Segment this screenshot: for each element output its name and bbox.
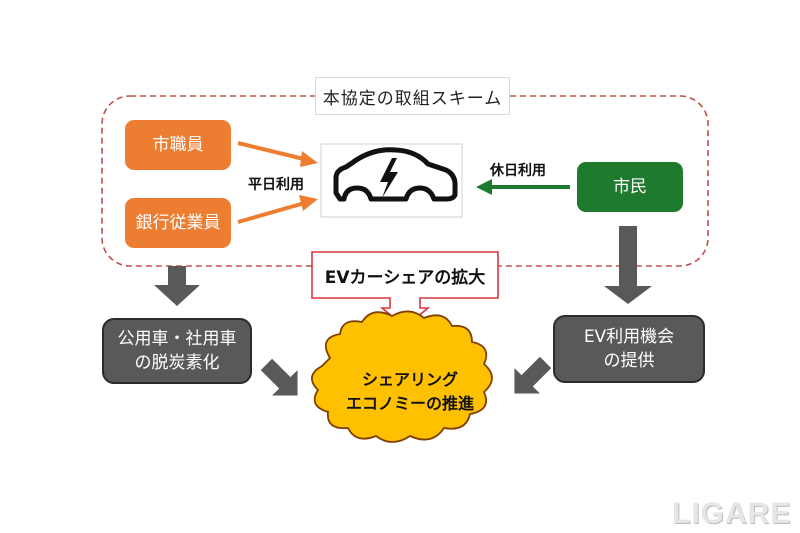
weekday-usage-label: 平日利用: [248, 177, 304, 193]
decarbonization-line-1: 公用車・社用車: [117, 329, 237, 349]
holiday-arrow: [476, 179, 570, 195]
weekday-arrow-top: [237, 141, 318, 167]
down-arrow-right: [604, 226, 652, 304]
city-staff-box: 市職員: [125, 120, 231, 170]
cloud-text: シェアリング エコノミーの推進: [320, 368, 500, 416]
ev-opportunity-line-2: の提供: [603, 351, 655, 371]
ligare-watermark: LIGARE: [672, 497, 792, 530]
lightning-bolt-icon: [380, 158, 398, 198]
diag-arrow-left: [260, 358, 298, 396]
holiday-usage-label: 休日利用: [490, 163, 546, 179]
sharing-economy-cloud: [311, 310, 493, 443]
ev-car-icon: [333, 147, 458, 202]
ev-carshare-expansion-label: EVカーシェアの拡大: [324, 267, 486, 288]
citizens-box: 市民: [577, 162, 683, 212]
diag-arrow-right: [514, 356, 552, 394]
cloud-line-2: エコノミーの推進: [345, 394, 474, 413]
decarbonization-box: 公用車・社用車 の脱炭素化: [102, 318, 252, 384]
weekday-arrow-bottom: [237, 195, 318, 224]
scheme-title: 本協定の取組スキーム: [315, 77, 510, 115]
bank-staff-box: 銀行従業員: [125, 198, 231, 248]
cloud-line-1: シェアリング: [361, 370, 458, 389]
down-arrow-left: [154, 266, 200, 306]
decarbonization-line-2: の脱炭素化: [134, 353, 220, 373]
ev-opportunity-line-1: EV利用機会: [583, 327, 675, 347]
ev-opportunity-box: EV利用機会 の提供: [553, 315, 705, 383]
